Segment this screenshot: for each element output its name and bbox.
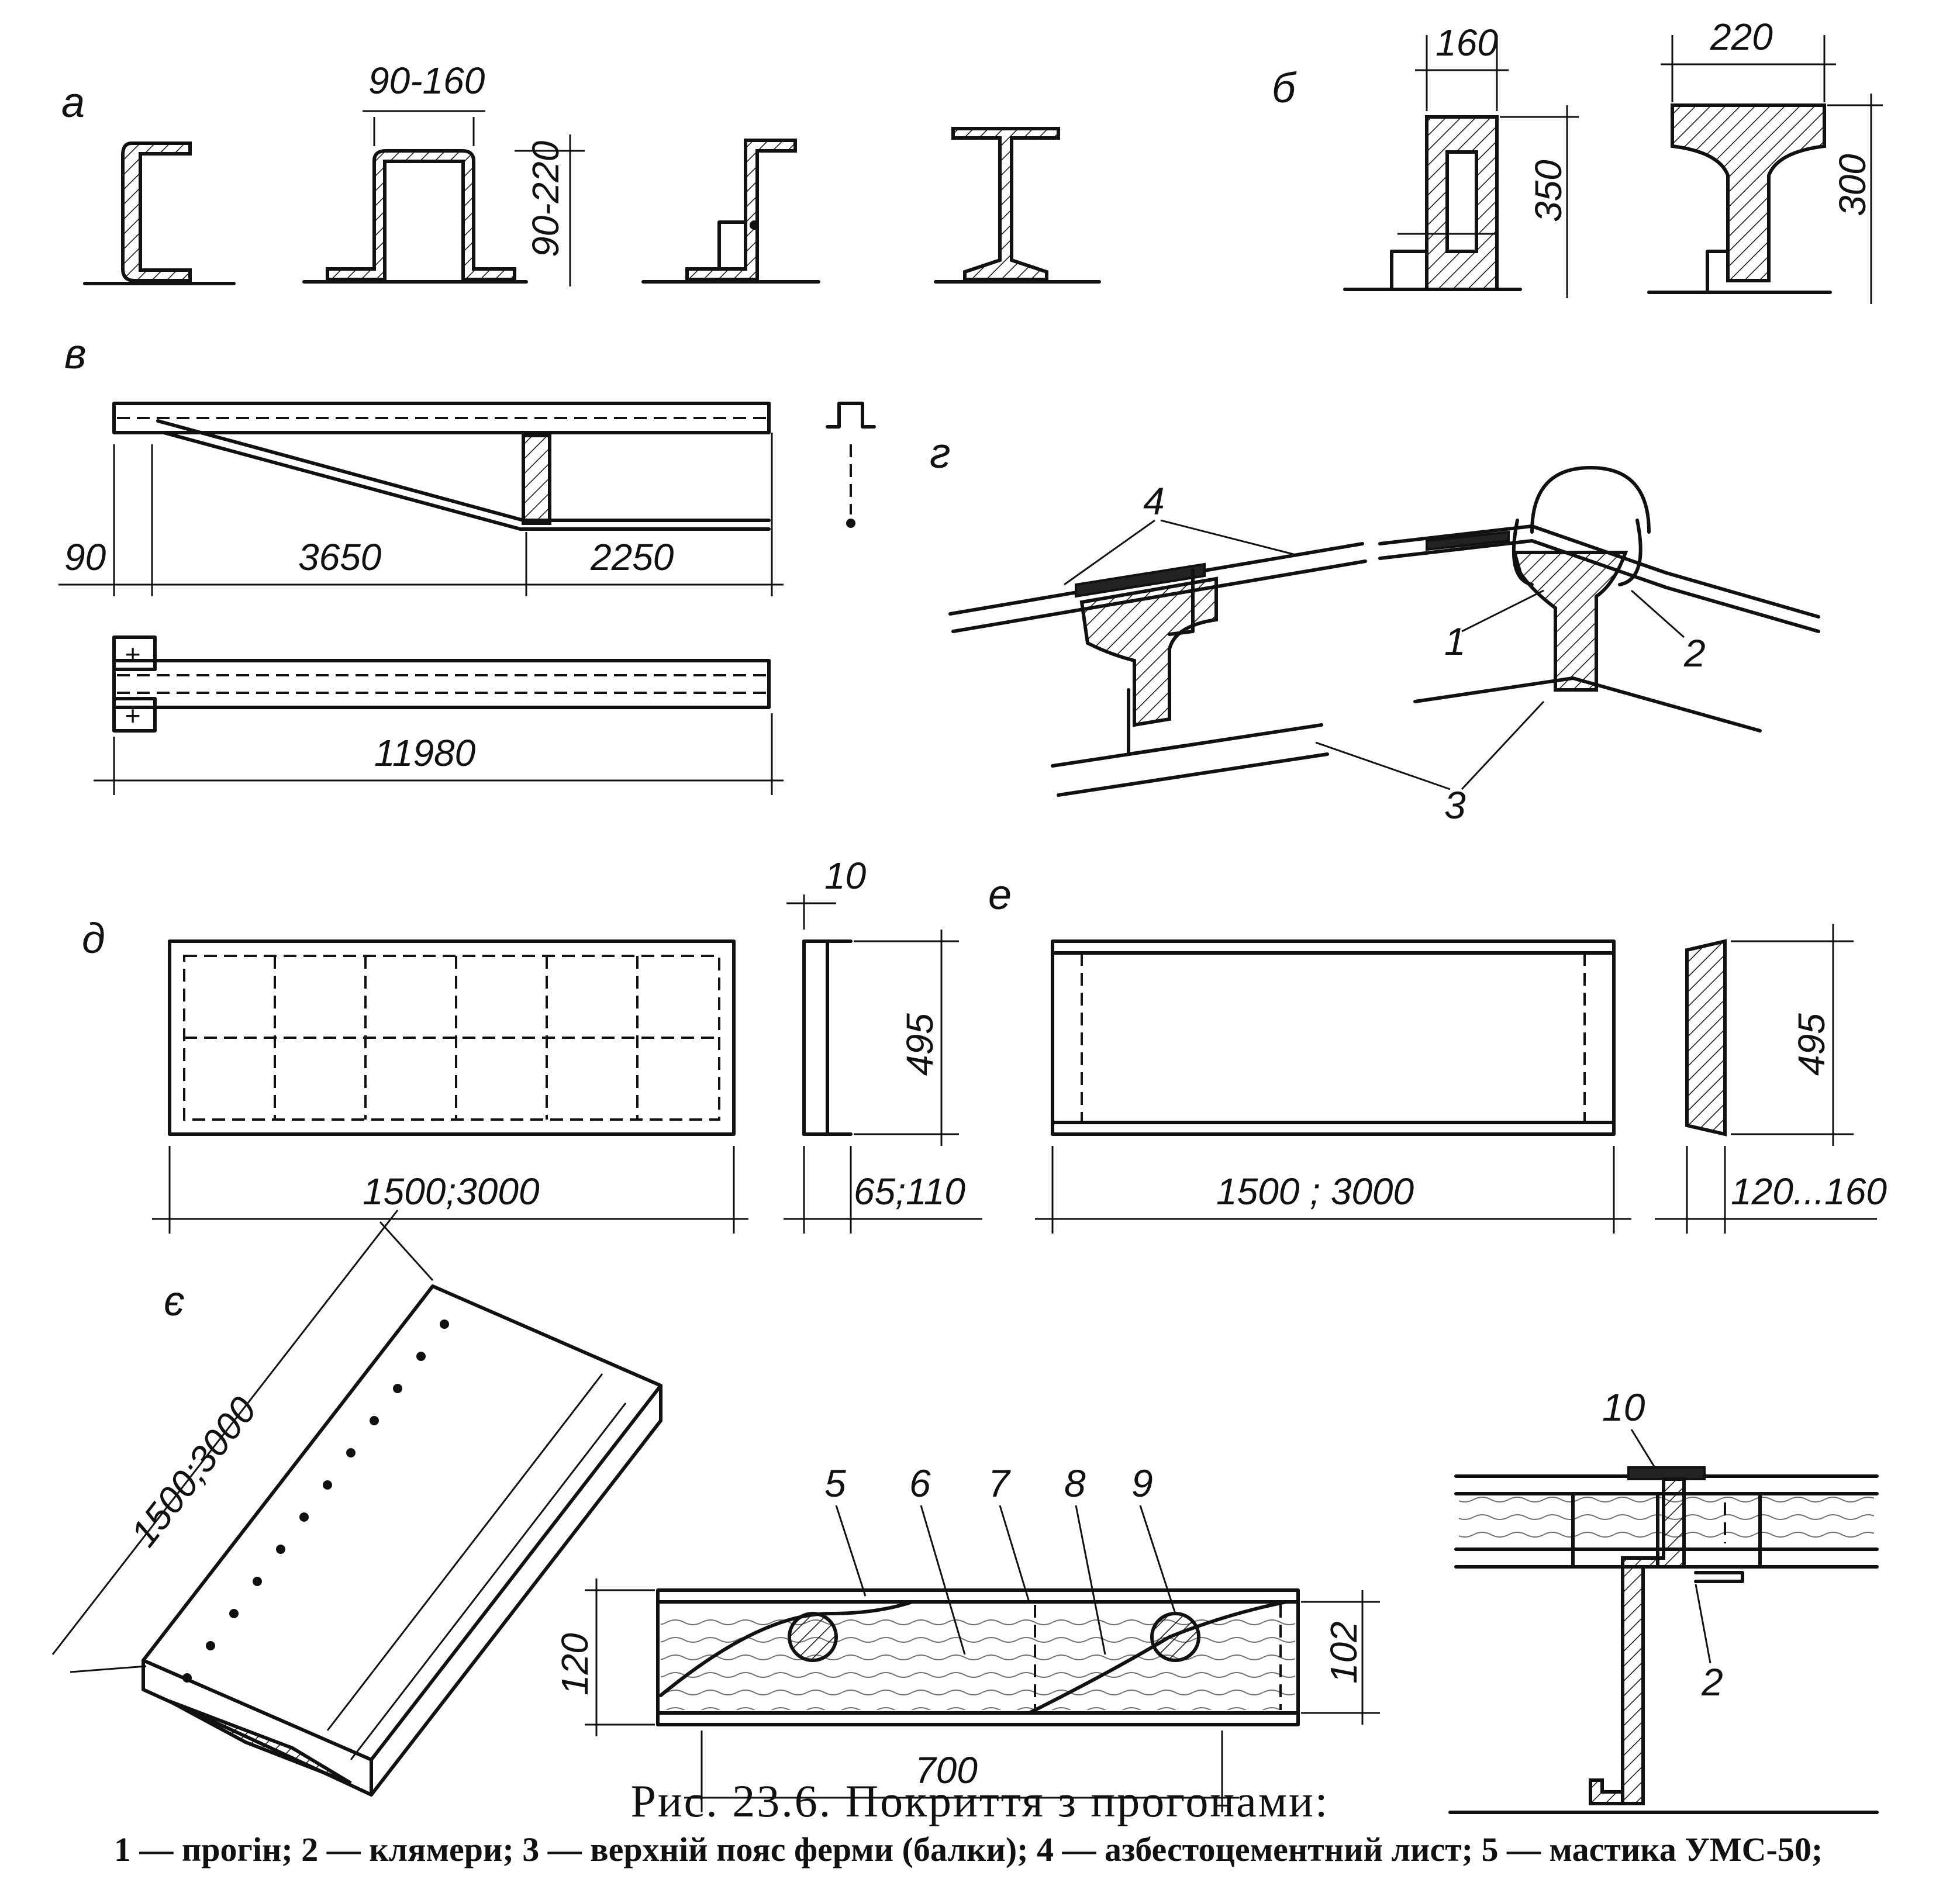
svg-text:+: + (125, 700, 140, 731)
dim-d-height: 495 (899, 1013, 941, 1076)
figure-caption-legend: 1 — прогін; 2 — клямери; 3 — верхній поя… (113, 1830, 1823, 1868)
box-purlin (1425, 115, 1499, 291)
dim-ye-120: 120 (554, 1633, 596, 1695)
panel-d: д 1500;3000 10 495 65;110 (82, 855, 982, 1234)
panel-g: г 4 1 2 3 (930, 430, 1820, 827)
dim-d-length: 1500;3000 (363, 1170, 540, 1213)
truss-top-chord-left (1051, 723, 1329, 797)
callout-3: 3 (1444, 783, 1466, 827)
callout-7: 7 (988, 1462, 1011, 1505)
panel-letter-g: г (930, 430, 951, 477)
dim-v-11980: 11980 (374, 732, 476, 774)
panel-letter-a: а (61, 80, 85, 126)
purlin-right (1512, 551, 1628, 692)
hat-profile (326, 149, 516, 281)
callout-4: 4 (1143, 479, 1165, 523)
callout-5: 5 (824, 1462, 846, 1505)
panel-letter-d: д (82, 916, 105, 962)
diagonal-strut (156, 419, 771, 531)
panel-e: е 1500 ; 3000 495 120...160 (988, 872, 1887, 1234)
panel-letter-ye: є (164, 1278, 185, 1325)
panel-ye: є 1500;3000 (51, 1210, 1879, 1814)
dim-e-length: 1500 ; 3000 (1216, 1170, 1414, 1213)
panel-v: в 90 3650 2250 + + 11980 (58, 331, 876, 795)
callout-6: 6 (909, 1462, 931, 1505)
ridge-cap (1530, 466, 1651, 534)
panel-b: б 160 350 220 300 (1272, 16, 1883, 304)
dim-e-depth: 120...160 (1731, 1170, 1887, 1213)
i-beam-profile (951, 127, 1060, 281)
truss-top-chord-right (1413, 676, 1762, 733)
svg-text:+: + (125, 639, 140, 669)
sealant-circle-right (1150, 1612, 1200, 1662)
dim-v-90: 90 (64, 536, 106, 578)
dim-box-height: 350 (1527, 160, 1569, 222)
purlin-left (1079, 576, 1218, 727)
solid-panel-plan (1051, 939, 1616, 1136)
purlin-plan (112, 659, 771, 709)
z-purlin-detail (1621, 1477, 1686, 1805)
panel-letter-v: в (64, 331, 87, 378)
figure-caption-title: Рис. 23.6. Покриття з прогонами: (630, 1776, 1330, 1826)
dim-hat-height: 90-220 (524, 140, 567, 257)
dim-d-depth: 65;110 (854, 1170, 965, 1213)
dim-t-width: 220 (1710, 16, 1773, 58)
ribbed-panel-plan (168, 939, 736, 1136)
channel-profile (121, 141, 192, 282)
panel-letter-b: б (1272, 65, 1297, 112)
solid-panel-section (1685, 939, 1727, 1137)
callout-2: 2 (1683, 631, 1706, 675)
t-purlin (1671, 103, 1826, 282)
dim-t-height: 300 (1831, 154, 1873, 216)
dim-d-thickness: 10 (824, 855, 867, 897)
dim-box-width: 160 (1436, 22, 1498, 64)
dim-hat-width: 90-160 (368, 60, 485, 102)
z-profile (685, 139, 797, 281)
callout-2-detail: 2 (1701, 1660, 1723, 1704)
callout-8: 8 (1064, 1462, 1086, 1505)
dim-v-3650: 3650 (298, 536, 382, 578)
sandwich-section (656, 1588, 1300, 1726)
sealant-circle-left (788, 1612, 838, 1662)
dim-v-2250: 2250 (590, 536, 674, 578)
top-chord (112, 402, 771, 434)
panel-a: а 90-160 90-220 (61, 60, 1101, 286)
dim-ye-700: 700 (915, 1749, 978, 1791)
dim-e-height: 495 (1790, 1013, 1833, 1076)
callout-9: 9 (1131, 1462, 1153, 1505)
dim-ye-102: 102 (1323, 1621, 1365, 1684)
panel-letter-e: е (988, 872, 1012, 918)
callout-10: 10 (1602, 1386, 1645, 1429)
ribbed-panel-section (802, 939, 829, 1136)
callout-1: 1 (1444, 620, 1466, 663)
